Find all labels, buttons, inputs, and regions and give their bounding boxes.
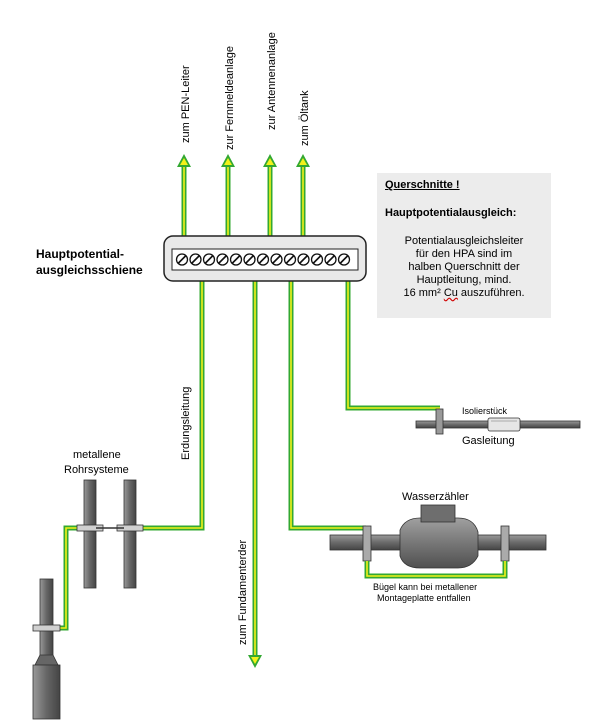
info-line-1: Potentialausgleichsleiter	[404, 235, 524, 247]
terminal-screw-slot	[190, 254, 201, 265]
water-meter	[329, 504, 547, 579]
wire-earthing-conductor	[136, 275, 205, 531]
gas-pipe	[415, 408, 581, 435]
rail-label-line1: Hauptpotential-	[36, 247, 124, 261]
info-line-5-suffix: auszuführen.	[457, 287, 525, 299]
terminal-screw-slot	[312, 254, 322, 265]
info-body: Potentialausgleichsleiter für den HPA si…	[377, 235, 551, 300]
label-pen-conductor: zum PEN-Leiter	[180, 65, 192, 143]
terminal-screw-slot	[177, 254, 187, 265]
terminal-screw-slot	[325, 254, 336, 265]
info-line-5: 16 mm² Cu auszuführen.	[377, 287, 551, 300]
label-water-meter: Wasserzähler	[402, 491, 469, 503]
terminal-screw-slot	[231, 254, 241, 265]
terminal-screw-slot	[217, 254, 228, 265]
main-equipotential-bar	[163, 235, 367, 282]
terminal-screw-slot	[258, 254, 268, 265]
water-supply-pipe	[32, 578, 61, 720]
terminal-screw-slot	[339, 254, 349, 265]
info-line-3: halben Querschnitt der	[408, 261, 520, 273]
label-earthing-conductor: Erdungsleitung	[180, 387, 192, 460]
label-bracket-note-line1: Bügel kann bei metallener	[373, 582, 477, 592]
wire-pipe-link	[48, 525, 84, 631]
info-line-4: Hauptleitung, mind.	[416, 274, 512, 286]
info-line-5-prefix: 16 mm²	[403, 287, 444, 299]
wire-foundation-earth	[248, 275, 262, 668]
label-bracket-note-line2: Montageplatte entfallen	[377, 593, 471, 603]
insulating-piece	[487, 417, 521, 432]
terminal-screw-slot	[285, 254, 295, 265]
label-oil-tank: zum Öltank	[299, 90, 311, 146]
label-insulating-piece: Isolierstück	[462, 406, 508, 416]
info-line-2: für den HPA sind im	[415, 248, 513, 260]
info-line-5-cu: Cu	[443, 287, 458, 299]
terminal-screw-slot	[244, 254, 255, 265]
info-subtitle: Hauptpotentialausgleich:	[385, 207, 517, 219]
terminal-screw-slot	[298, 254, 309, 265]
label-metal-pipes-line1: metallene	[73, 449, 121, 461]
label-antenna: zur Antennenanlage	[266, 32, 278, 130]
terminal-screws	[175, 253, 351, 266]
label-telecom: zur Fernmeldeanlage	[224, 46, 236, 150]
label-foundation-earth: zum Fundamenterder	[237, 540, 249, 645]
terminal-screw-slot	[204, 254, 214, 265]
label-gas-line: Gasleitung	[462, 435, 515, 447]
label-metal-pipes-line2: Rohrsysteme	[64, 464, 129, 476]
wire-gas	[345, 275, 440, 411]
rail-label-line2: ausgleichsschiene	[36, 263, 143, 277]
info-title: Querschnitte !	[385, 179, 460, 191]
terminal-screw-slot	[271, 254, 282, 265]
cross-section-info-box: Querschnitte ! Hauptpotentialausgleich: …	[377, 173, 551, 318]
metal-pipe-systems	[76, 479, 144, 589]
wire-water	[288, 275, 366, 531]
